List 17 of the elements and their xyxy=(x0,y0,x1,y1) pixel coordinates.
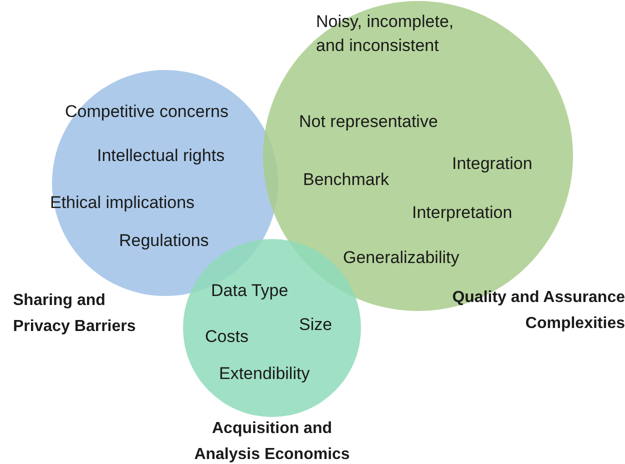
item-label: Integration xyxy=(452,153,532,175)
item-label: Intellectual rights xyxy=(97,145,225,167)
item-label: Ethical implications xyxy=(50,192,195,214)
item-label: Data Type xyxy=(211,280,288,302)
item-label: Interpretation xyxy=(412,202,512,224)
item-label: Competitive concerns xyxy=(65,101,228,123)
item-label: Regulations xyxy=(119,230,209,252)
circle-heading: Quality and Assurance Complexities xyxy=(451,288,625,334)
item-label: Costs xyxy=(205,326,248,348)
circle-heading: Sharing and Privacy Barriers xyxy=(13,291,137,337)
circle-heading: Acquisition and Analysis Economics xyxy=(193,419,351,464)
item-label: Generalizability xyxy=(343,247,460,269)
item-label: Size xyxy=(299,314,332,336)
item-label: Noisy, incomplete, and inconsistent xyxy=(316,11,455,57)
item-label: Benchmark xyxy=(303,169,389,191)
item-label: Extendibility xyxy=(219,363,310,385)
item-label: Not representative xyxy=(299,111,438,133)
